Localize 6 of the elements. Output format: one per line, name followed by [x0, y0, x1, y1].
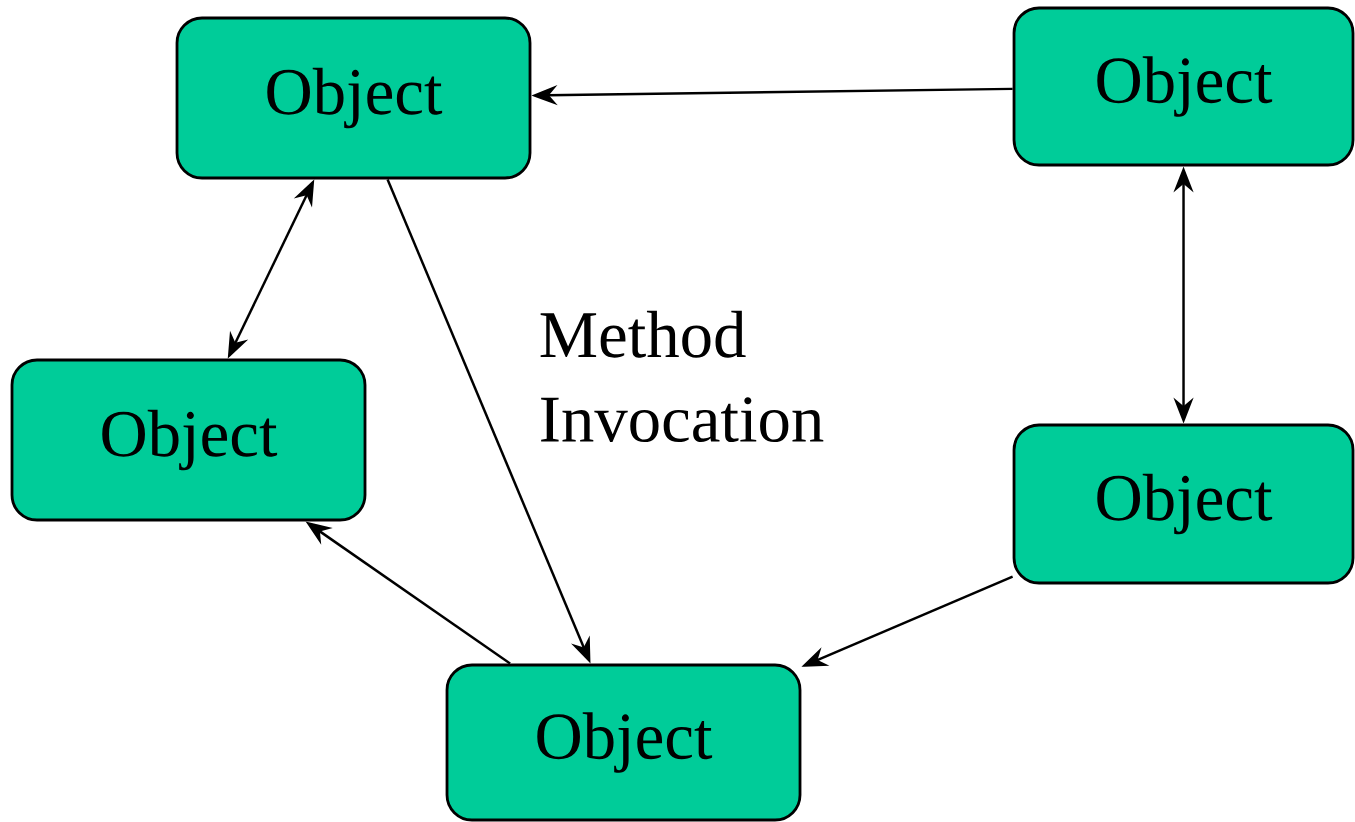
label-text: Method Invocation	[540, 310, 824, 443]
object-box: Object	[1012, 423, 1355, 585]
object-box: Object	[10, 358, 367, 522]
object-box: Object	[1012, 6, 1355, 167]
object-box: Object	[175, 16, 532, 180]
object-box: Object	[445, 663, 802, 822]
